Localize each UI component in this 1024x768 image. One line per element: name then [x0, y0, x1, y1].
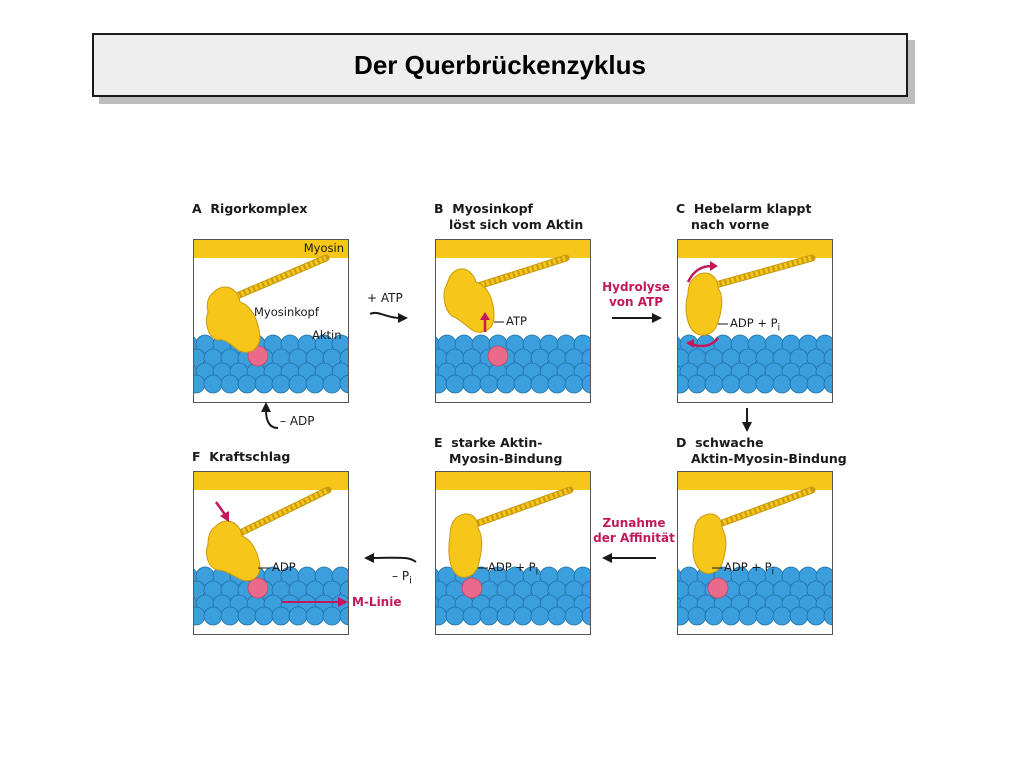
- lever-arm-twist: [471, 255, 567, 291]
- rotation-arrowhead-bottom: [686, 339, 694, 348]
- myosin-binding-site: [247, 577, 269, 599]
- myosin-filament: [194, 472, 348, 490]
- panel-e-art: [436, 472, 590, 626]
- panel-d-label: D schwache Aktin-Myosin-Bindung: [676, 435, 847, 466]
- myosin-binding-site: [487, 345, 509, 367]
- actin-bead: [823, 606, 832, 626]
- page-title: Der Querbrückenzyklus: [354, 49, 646, 80]
- panel-d-art: [678, 472, 832, 626]
- myosin-label: Myosin: [303, 241, 344, 255]
- panel-e-label: E starke Aktin- Myosin-Bindung: [434, 435, 563, 466]
- lever-arm-twist: [713, 487, 813, 529]
- panel-c-art: [678, 240, 832, 394]
- adp-pi-label: ADP + Pi: [488, 560, 539, 578]
- arrowhead-b-to-c: [652, 313, 662, 323]
- title-box: Der Querbrückenzyklus: [92, 33, 908, 97]
- adp-pi-label: ADP + Pi: [724, 560, 775, 578]
- myosin-filament: [194, 240, 348, 258]
- myosin-head: [205, 286, 261, 353]
- step-f-to-e-label: – Pi: [392, 569, 412, 587]
- panel-f-art: [194, 472, 348, 626]
- panel-f: ADP: [193, 471, 349, 635]
- panel-e: ADP + Pi: [435, 471, 591, 635]
- m-line-arrowhead: [338, 597, 348, 607]
- actin-bead: [339, 374, 348, 394]
- panel-b-label: B Myosinkopf löst sich vom Aktin: [434, 201, 584, 232]
- arrowhead-a-to-b: [398, 313, 408, 323]
- arrowhead-f-to-a: [261, 402, 271, 412]
- actin-bead: [823, 348, 832, 368]
- actin-bead: [581, 374, 590, 394]
- actin-filament: [436, 566, 590, 626]
- actin-bead: [815, 334, 832, 354]
- myosin-head: [692, 513, 727, 574]
- step-a-to-b-label: + ATP: [367, 291, 403, 305]
- arrow-a-to-b: [369, 311, 401, 319]
- myosin-filament: [436, 240, 590, 258]
- actin-bead: [573, 566, 590, 586]
- lever-arm-twist: [469, 487, 571, 529]
- actin-bead: [339, 348, 348, 368]
- panel-a-art: [194, 240, 348, 394]
- arrow-e-to-f: [371, 556, 417, 563]
- adp-pi-label: ADP + Pi: [730, 316, 781, 334]
- actin-filament: [678, 334, 832, 394]
- actin-bead: [581, 580, 590, 600]
- rotation-arrow-bottom: [691, 337, 719, 348]
- panel-d: ADP + Pi: [677, 471, 833, 635]
- actin-filament: [436, 334, 590, 394]
- myosin-head: [448, 513, 483, 578]
- m-line-label: M-Linie: [352, 595, 402, 609]
- myosin-binding-site: [707, 577, 729, 599]
- myosin-filament: [678, 240, 832, 258]
- myosin-head-label: Myosinkopf: [254, 305, 319, 319]
- myosin-head: [205, 520, 261, 582]
- arrowhead-d-to-e: [602, 553, 612, 563]
- actin-bead: [581, 348, 590, 368]
- myosin-filament: [436, 472, 590, 490]
- atp-label: ATP: [506, 314, 527, 328]
- myosin-binding-site: [461, 577, 483, 599]
- panel-a-label: A Rigorkomplex: [192, 201, 308, 216]
- panel-b-art: [436, 240, 590, 394]
- actin-bead: [823, 580, 832, 600]
- actin-bead: [331, 334, 348, 354]
- actin-bead: [331, 566, 348, 586]
- rotation-arrow-top: [686, 264, 713, 283]
- release-arrowhead: [480, 312, 490, 320]
- powerstroke-arrowhead: [220, 511, 229, 522]
- lever-arm-twist: [231, 255, 327, 301]
- actin-bead: [581, 606, 590, 626]
- actin-bead: [815, 566, 832, 586]
- myosin-filament: [678, 472, 832, 490]
- panel-b: ATP: [435, 239, 591, 403]
- panel-f-label: F Kraftschlag: [192, 449, 291, 464]
- step-f-to-a-label: – ADP: [280, 414, 315, 428]
- arrow-f-to-a: [265, 409, 279, 429]
- adp-label: ADP: [272, 560, 296, 574]
- lever-arm-twist: [232, 487, 330, 539]
- myosin-head: [685, 272, 723, 336]
- panel-a: Myosin Myosinkopf Aktin: [193, 239, 349, 403]
- actin-bead: [573, 334, 590, 354]
- actin-bead: [339, 580, 348, 600]
- rotation-arrowhead-top: [710, 261, 718, 271]
- actin-filament: [678, 566, 832, 626]
- panel-c: ADP + Pi: [677, 239, 833, 403]
- arrowhead-c-to-d: [742, 422, 752, 432]
- actin-bead: [339, 606, 348, 626]
- actin-bead: [823, 374, 832, 394]
- panel-c-label: C Hebelarm klappt nach vorne: [676, 201, 812, 232]
- lever-arm-twist: [711, 255, 813, 289]
- actin-label: Aktin: [312, 328, 342, 342]
- arrowhead-e-to-f: [364, 553, 374, 563]
